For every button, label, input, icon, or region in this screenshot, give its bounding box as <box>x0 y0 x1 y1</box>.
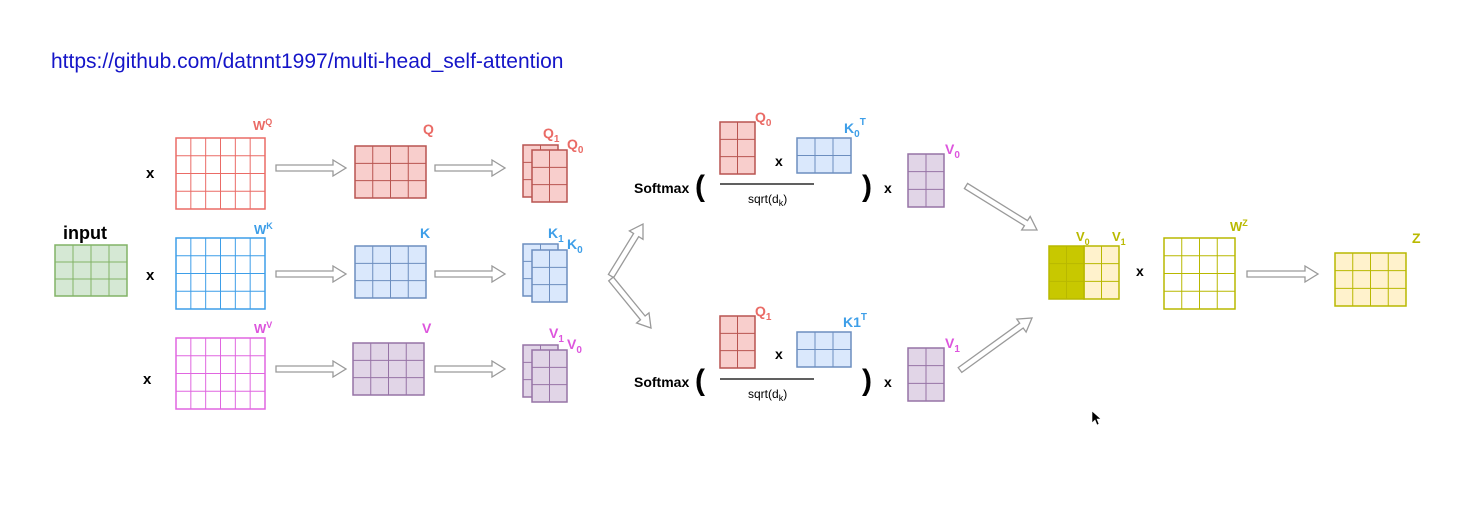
k-label: K <box>420 225 430 241</box>
paren-close-head1: ) <box>862 364 872 397</box>
q1-attn-matrix <box>719 315 756 369</box>
q0-attn-matrix <box>719 121 756 175</box>
wk-matrix <box>175 237 266 310</box>
softmax-label-head0: Softmax <box>634 180 689 196</box>
v0-label-head0: V0 <box>945 141 960 161</box>
k1-label: K1 <box>548 225 564 245</box>
input-label: input <box>63 223 107 243</box>
arrow-v-to-heads <box>434 359 507 379</box>
concat-v1-matrix <box>1083 245 1120 300</box>
arrow-k-to-heads <box>434 264 507 284</box>
k0-head-matrix <box>531 249 568 303</box>
mult-sign-k: x <box>146 267 155 284</box>
z-matrix <box>1334 252 1407 307</box>
k0-label: K0 <box>567 236 583 256</box>
concat-v0-label: V0 <box>1076 229 1090 247</box>
sqrt-dk-head0: sqrt(dk) <box>748 192 787 208</box>
paren-close-head0: ) <box>862 170 872 203</box>
arrow-wq-to-q <box>275 158 348 178</box>
wq-matrix <box>175 137 266 210</box>
v0-head-matrix <box>531 349 568 403</box>
mouse-cursor-icon <box>1091 410 1102 426</box>
github-url-link[interactable]: https://github.com/datnnt1997/multi-head… <box>51 50 564 73</box>
v-matrix <box>352 342 425 396</box>
wq-label: WQ <box>253 117 272 133</box>
q-matrix <box>354 145 427 199</box>
mult-sign-v-head0: x <box>884 180 892 196</box>
mult-sign-q: x <box>146 165 155 182</box>
wk-label: WK <box>254 221 273 237</box>
q1-label: Q1 <box>543 125 560 145</box>
v1-label: V1 <box>549 325 564 345</box>
arrows <box>275 158 1320 379</box>
concat-v0-matrix <box>1048 245 1085 300</box>
arrow-head1-to-concat <box>957 317 1034 374</box>
v0-label: V0 <box>567 336 582 356</box>
arrow-split-down <box>607 276 652 329</box>
z-label: Z <box>1412 230 1421 246</box>
softmax-label-head1: Softmax <box>634 374 689 390</box>
paren-open-head0: ( <box>695 170 705 203</box>
v-label: V <box>422 320 432 336</box>
q1-label-head1: Q1 <box>755 303 772 323</box>
input-matrix <box>54 244 128 297</box>
k-matrix <box>354 245 427 299</box>
mult-sign-v-head1: x <box>884 374 892 390</box>
sqrt-dk-head1: sqrt(dk) <box>748 387 787 403</box>
q0-head-matrix <box>531 149 568 203</box>
mult-sign-qk-head1: x <box>775 346 783 362</box>
v1-label-head1: V1 <box>945 335 960 355</box>
v0-attn-matrix <box>907 153 945 208</box>
q-label: Q <box>423 121 434 137</box>
arrow-q-to-heads <box>434 158 507 178</box>
k1t-attn-matrix <box>796 331 852 368</box>
q0-label: Q0 <box>567 136 584 156</box>
arrow-wz-to-z <box>1246 264 1320 284</box>
mult-sign-v: x <box>143 371 152 388</box>
wv-label: WV <box>254 320 272 336</box>
paren-open-head1: ( <box>695 364 705 397</box>
k0t-attn-matrix <box>796 137 852 174</box>
mult-sign-qk-head0: x <box>775 153 783 169</box>
arrow-wk-to-k <box>275 264 348 284</box>
wv-matrix <box>175 337 266 410</box>
arrow-wv-to-v <box>275 359 348 379</box>
v1-attn-matrix <box>907 347 945 402</box>
k0t-label: K0T <box>844 117 866 140</box>
arrow-head0-to-concat <box>963 182 1039 231</box>
wz-matrix <box>1163 237 1236 310</box>
k1t-label: K1T <box>843 312 867 330</box>
wz-label: WZ <box>1230 218 1248 234</box>
concat-v1-label: V1 <box>1112 229 1126 247</box>
arrow-split-up <box>607 222 644 279</box>
mult-sign-wz: x <box>1136 263 1144 279</box>
q0-label-head0: Q0 <box>755 109 772 129</box>
